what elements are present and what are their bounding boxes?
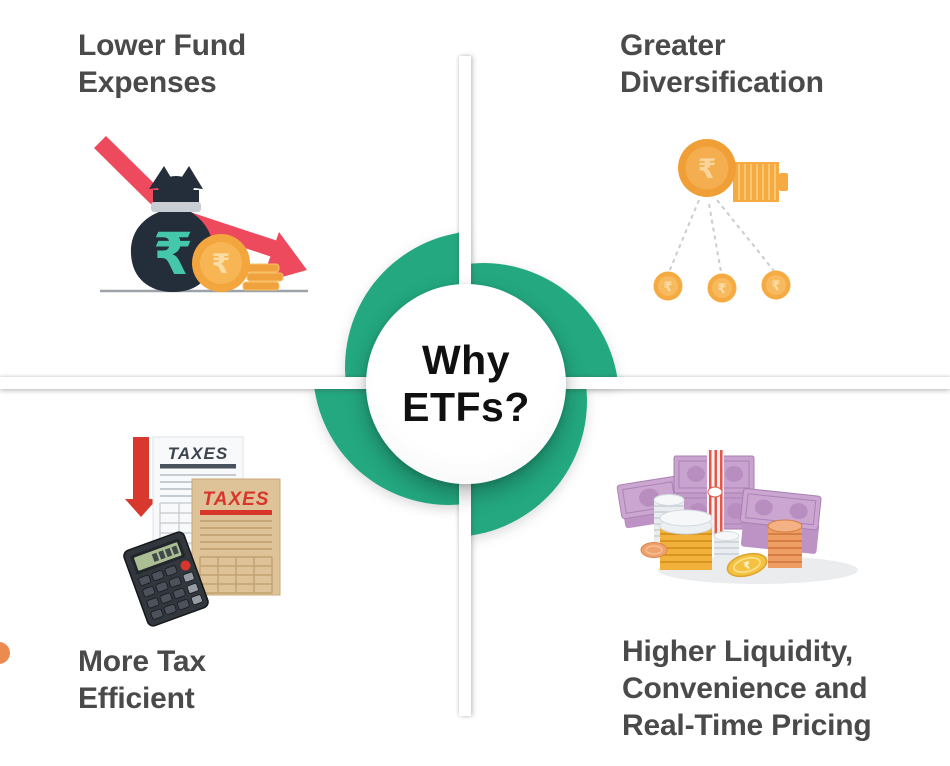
label-line: Efficient xyxy=(78,682,195,715)
flat-orange-coin xyxy=(640,542,668,558)
calculator-icon xyxy=(123,531,209,627)
label-line: Diversification xyxy=(620,66,824,99)
tan-doc-grid xyxy=(199,556,273,594)
label-lower-fund-expenses: Lower Fund Expenses xyxy=(78,27,246,101)
distribution-dashed-lines xyxy=(668,199,775,273)
label-line: Greater xyxy=(620,29,726,62)
center-title-line1: Why xyxy=(421,337,511,383)
down-arrow-icon xyxy=(125,437,157,517)
label-line: Convenience and xyxy=(622,672,868,705)
coin-roll-stack xyxy=(733,162,788,202)
money-bag-icon: ₹ xyxy=(130,166,214,292)
calculator-red-key xyxy=(180,560,191,571)
small-rupee-coins: ₹ ₹ ₹ xyxy=(653,270,791,303)
tax-documents-calculator-icon: TAXES TAXES xyxy=(123,436,281,627)
rupee-glyph: ₹ xyxy=(743,560,753,572)
taxes-title: TAXES xyxy=(168,444,228,463)
rupee-glyph: ₹ xyxy=(153,222,193,287)
rupee-glyph: ₹ xyxy=(717,281,726,296)
orange-coin-stack xyxy=(767,519,803,568)
gold-coin-stack xyxy=(659,509,713,570)
edge-orange-decoration xyxy=(0,642,10,664)
rupee-coin-icon: ₹ xyxy=(192,234,250,292)
label-line: Lower Fund xyxy=(78,29,246,62)
small-silver-stack xyxy=(713,531,740,558)
rupee-glyph: ₹ xyxy=(663,279,672,294)
calculator-keys xyxy=(138,565,190,620)
label-line: Higher Liquidity, xyxy=(622,635,854,668)
taxes-title-red: TAXES xyxy=(203,489,270,510)
bundle-strap xyxy=(707,450,724,535)
banknote-bundles-center xyxy=(673,450,758,535)
label-greater-diversification: Greater Diversification xyxy=(620,27,824,101)
rupee-glyph: ₹ xyxy=(698,154,717,184)
large-rupee-coin-icon: ₹ xyxy=(678,139,736,197)
center-title-circle: Why ETFs? xyxy=(366,284,566,484)
lcd-digits xyxy=(151,545,179,562)
rupee-glyph: ₹ xyxy=(771,278,780,293)
calculator-gray-keys xyxy=(182,571,203,605)
label-more-tax-efficient: More Tax Efficient xyxy=(78,643,206,717)
cash-and-coin-stacks-icon: ₹ xyxy=(616,450,858,584)
label-line: More Tax xyxy=(78,645,206,678)
coin-edge-stack xyxy=(242,263,284,291)
money-bag-falling-arrow-icon: ₹ ₹ xyxy=(94,135,308,293)
center-title-line2: ETFs? xyxy=(402,384,530,430)
coin-diversification-icon: ₹ ₹ ₹ ₹ xyxy=(653,139,791,303)
label-higher-liquidity: Higher Liquidity, Convenience and Real-T… xyxy=(622,633,872,744)
flat-gold-rupee-coin: ₹ xyxy=(726,552,768,578)
label-line: Expenses xyxy=(78,66,217,99)
tan-tax-document: TAXES xyxy=(191,478,281,596)
label-line: Real-Time Pricing xyxy=(622,709,872,742)
rupee-glyph: ₹ xyxy=(212,249,231,279)
